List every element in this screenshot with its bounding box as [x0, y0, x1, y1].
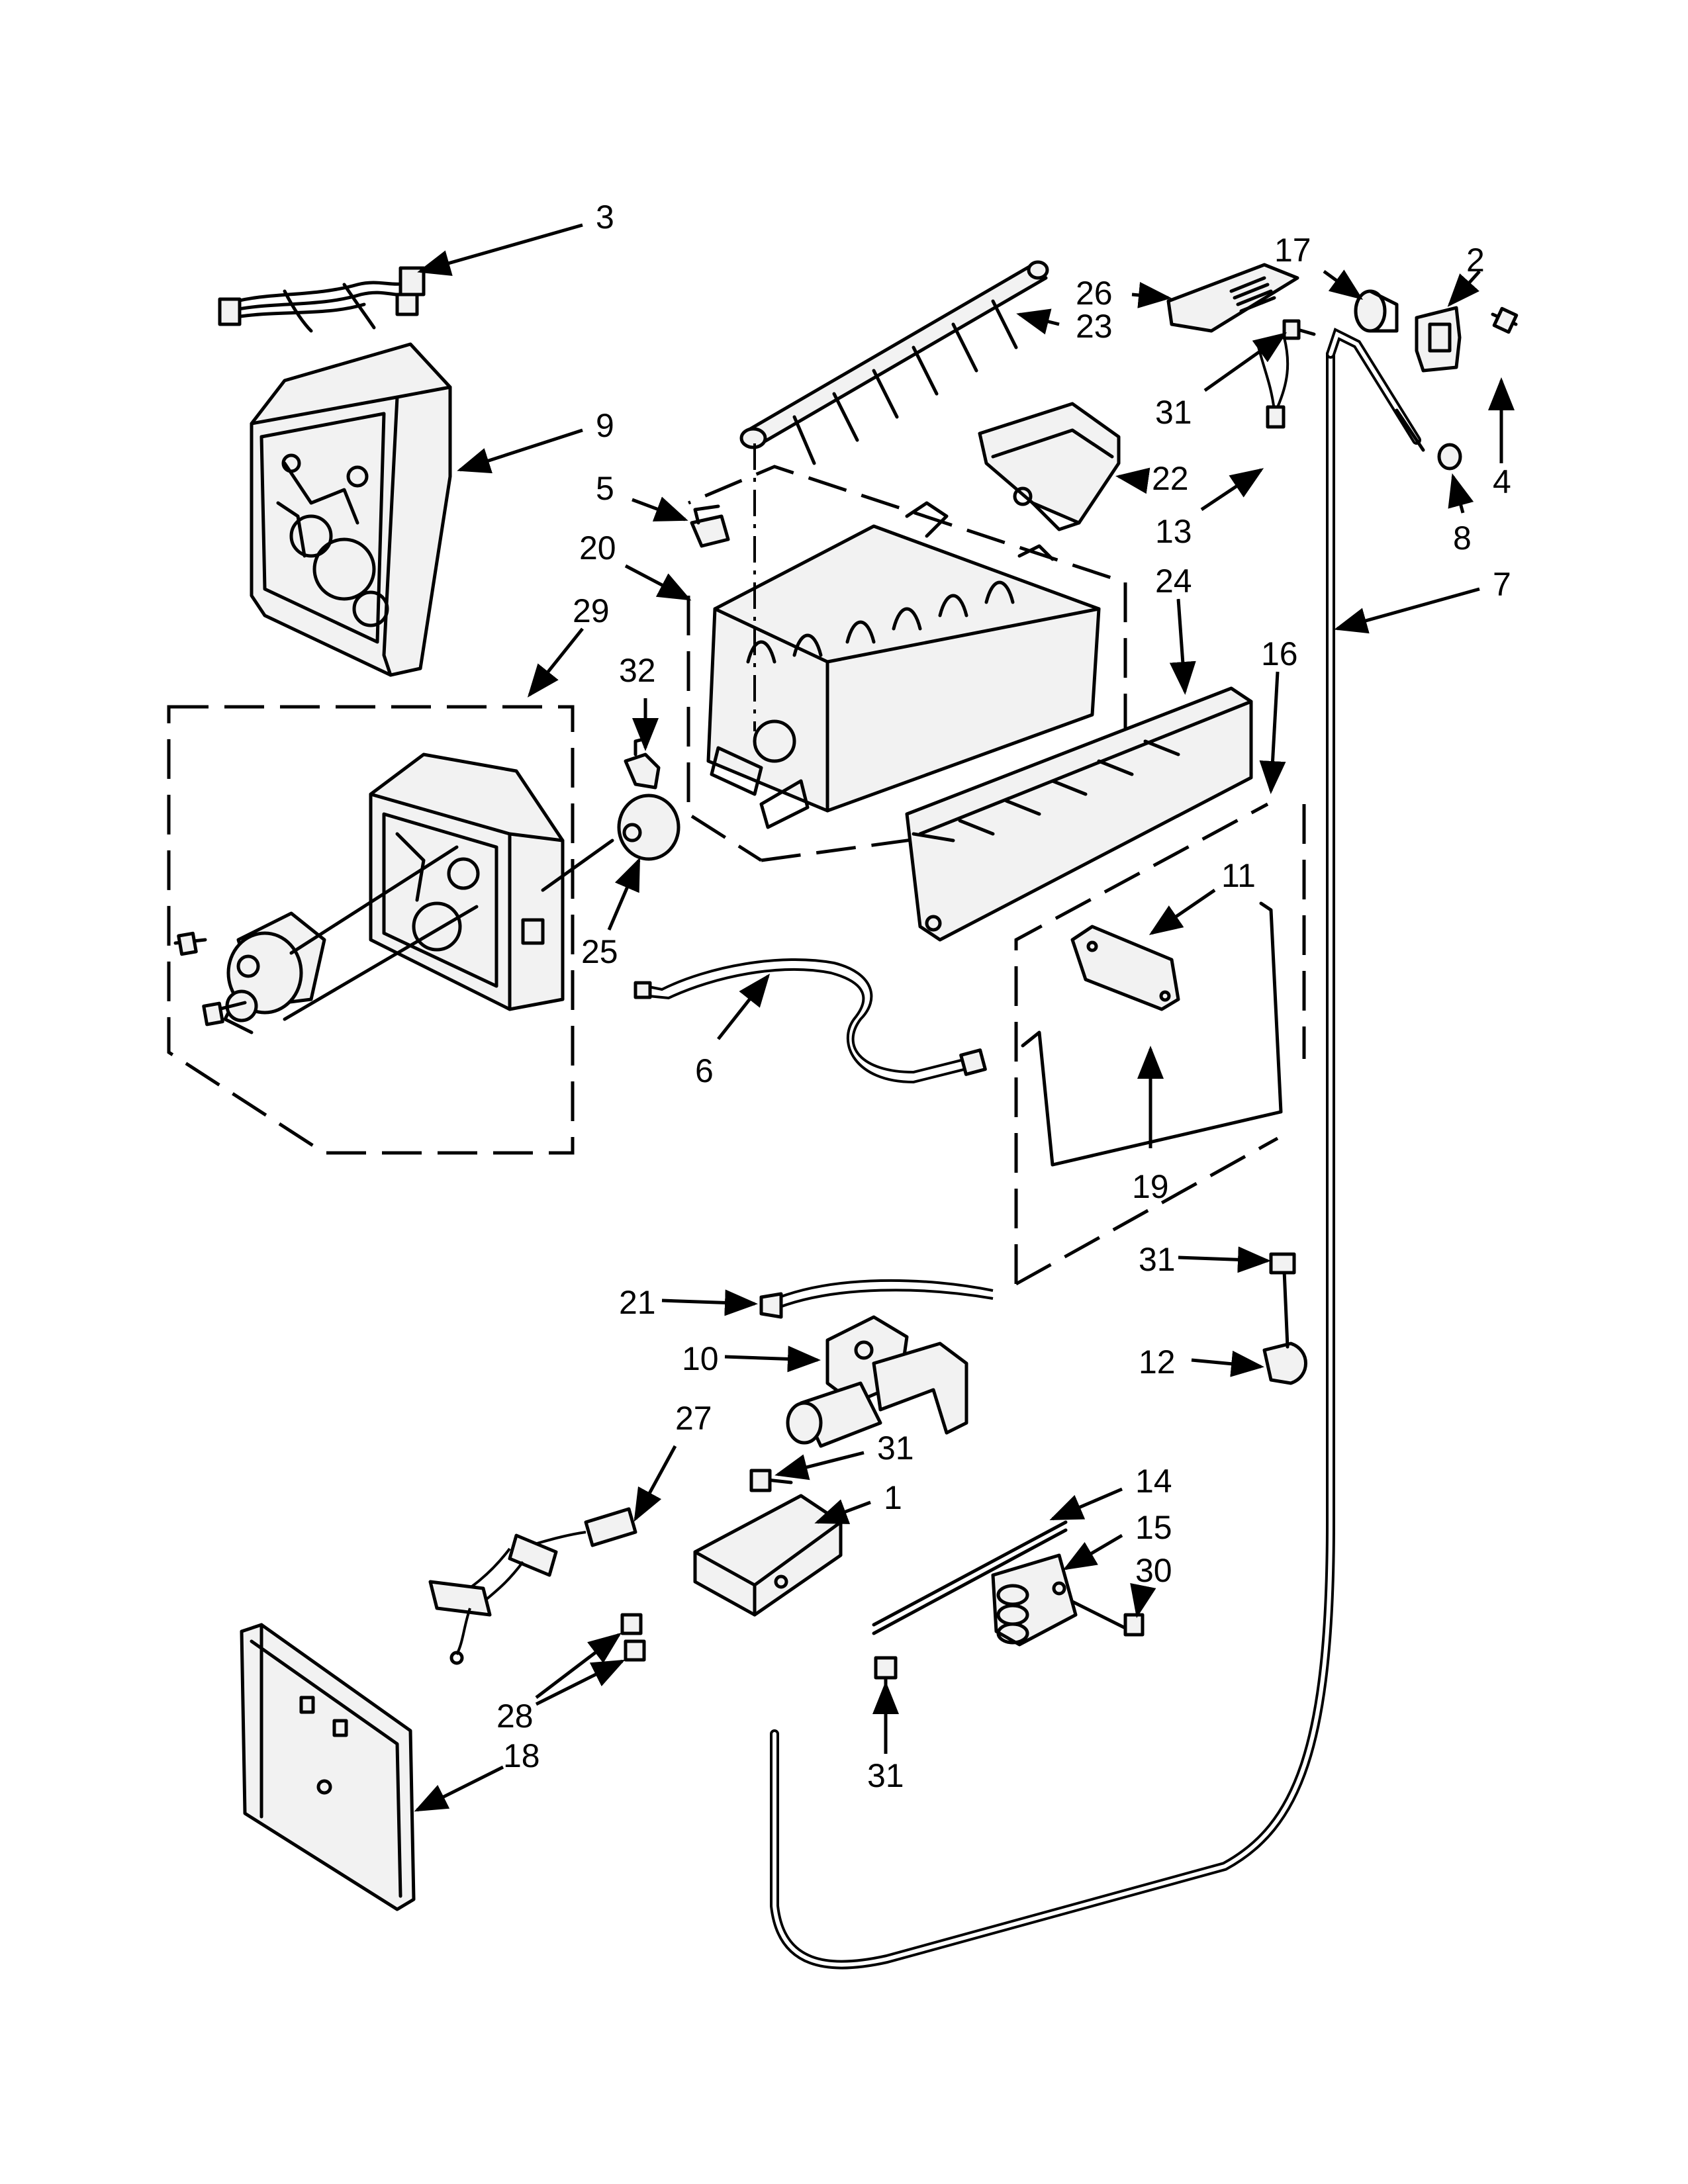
motor-shaft-line — [289, 845, 459, 955]
motor — [223, 911, 326, 1034]
bail-arm-group-16 — [1014, 802, 1306, 1286]
screw-motor-lower — [202, 1001, 247, 1026]
bracket-part-26 — [1166, 263, 1299, 333]
callout-21: 21 — [619, 1284, 656, 1321]
bail-arm-part-19 — [1021, 901, 1283, 1167]
callout-15: 15 — [1135, 1509, 1172, 1546]
callout-32: 32 — [619, 652, 656, 689]
callout-20: 20 — [579, 529, 616, 567]
front-cover-part-24 — [905, 686, 1253, 942]
clip-part-32 — [624, 736, 661, 790]
fill-tube-part-7 — [770, 328, 1425, 1970]
callout-27: 27 — [675, 1400, 712, 1437]
callout-16: 16 — [1261, 635, 1298, 672]
callout-22: 22 — [1152, 460, 1189, 497]
heater-part-15 — [991, 1553, 1078, 1647]
tube-part-21 — [759, 1279, 994, 1319]
callout-26: 26 — [1076, 275, 1113, 312]
callout-17: 17 — [1274, 232, 1311, 269]
callout-8: 8 — [1453, 520, 1472, 557]
callout-29: 29 — [573, 592, 610, 629]
fill-cup-part-17 — [1354, 289, 1399, 333]
callout-11: 11 — [1221, 857, 1256, 894]
callout-7: 7 — [1493, 566, 1511, 603]
screw-part-4 — [1491, 306, 1519, 334]
thermostat-part-25 — [541, 794, 680, 892]
callout-9: 9 — [596, 407, 614, 444]
callout-14: 14 — [1135, 1463, 1172, 1500]
callout-31-bottom: 31 — [867, 1757, 904, 1794]
callout-19: 19 — [1132, 1168, 1169, 1205]
callout-2: 2 — [1466, 242, 1485, 279]
wire-part-6 — [633, 958, 987, 1084]
strip-part-14 — [872, 1520, 1068, 1635]
callout-13: 13 — [1155, 513, 1192, 550]
housing-part-9 — [250, 342, 452, 677]
ejector-part-23 — [739, 260, 1049, 465]
screw-part-31-mid — [1269, 1252, 1296, 1349]
callout-4: 4 — [1493, 463, 1511, 500]
callout-30: 30 — [1135, 1552, 1172, 1589]
callout-6: 6 — [695, 1052, 714, 1089]
heater-part-2 — [1415, 306, 1462, 373]
motor-shaft-line-2 — [283, 905, 479, 1021]
callout-1: 1 — [884, 1479, 902, 1516]
screws-part-28 — [620, 1613, 646, 1662]
water-valve-part-10 — [786, 1315, 968, 1448]
callout-31-top: 31 — [1155, 394, 1192, 431]
callout-3: 3 — [596, 199, 614, 236]
plate-part-11 — [1070, 925, 1180, 1011]
clip-part-5 — [690, 504, 730, 548]
callout-28: 28 — [496, 1698, 534, 1735]
callout-23: 23 — [1076, 308, 1113, 345]
wiring-part-27 — [428, 1507, 637, 1665]
callout-24: 24 — [1155, 563, 1192, 600]
ice-mold-part-20 — [706, 501, 1101, 829]
wire-harness-part-3 — [218, 266, 426, 333]
washer-part-8 — [1437, 443, 1462, 471]
motor-module-group-29 — [167, 705, 575, 1155]
callout-31-lower: 31 — [877, 1430, 914, 1467]
callout-10: 10 — [682, 1340, 719, 1377]
callout-25: 25 — [581, 933, 618, 970]
callout-18: 18 — [503, 1737, 540, 1774]
leader-arrows — [414, 223, 1515, 1812]
callout-5: 5 — [596, 470, 614, 507]
screw-part-31-top — [1282, 319, 1316, 340]
screw-part-31-lower — [749, 1469, 793, 1492]
cover-part-22 — [978, 402, 1121, 531]
bracket-part-1 — [693, 1494, 843, 1617]
panel-part-18 — [240, 1623, 416, 1911]
screw-motor-upper — [173, 931, 207, 956]
callout-12: 12 — [1139, 1343, 1176, 1381]
callout-31-mid: 31 — [1139, 1241, 1176, 1278]
module-housing — [369, 752, 565, 1011]
screw-part-30 — [1070, 1600, 1145, 1637]
clamp-part-12 — [1262, 1342, 1307, 1385]
